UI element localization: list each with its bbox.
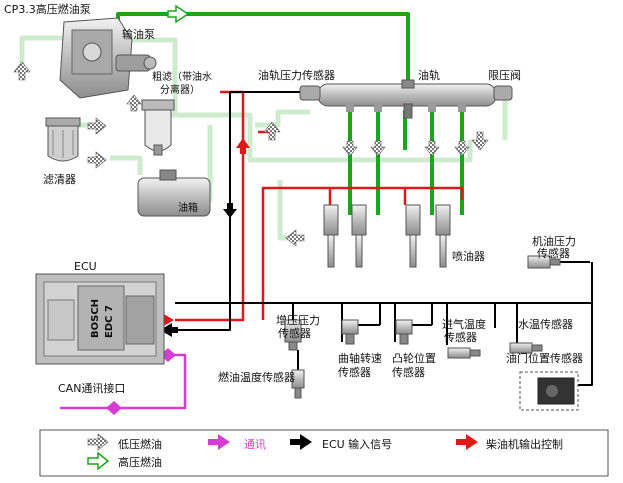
oil-pressure-sensor-label-line2: 传感器 <box>537 247 570 260</box>
ecu-model-label: EDC 7 <box>104 305 115 338</box>
high-pressure-pump <box>59 17 157 99</box>
intake-temp-sensor <box>447 347 481 359</box>
ecu-label: ECU <box>74 260 97 273</box>
filter-label: 滤清器 <box>43 173 76 186</box>
cam-sensor-label-line2: 传感器 <box>392 366 425 379</box>
legend: 低压燃油 高压燃油 通讯 ECU 输入信号 柴油机输出控制 <box>39 429 609 477</box>
injectors <box>323 204 451 268</box>
comm-diamond <box>106 401 122 415</box>
injector <box>323 204 339 268</box>
boost-sensor-label-line1: 增压压力 <box>276 313 320 327</box>
injector <box>435 204 451 268</box>
legend-ecu-input-label: ECU 输入信号 <box>322 437 392 451</box>
coolant-temp-sensor <box>509 342 543 354</box>
cam-sensor-label-line1: 凸轮位置 <box>392 351 436 365</box>
legend-high-pressure-label: 高压燃油 <box>118 455 162 469</box>
legend-low-pressure-icon <box>87 433 109 451</box>
legend-output-ctrl-label: 柴油机输出控制 <box>486 437 563 451</box>
high-pressure-arrow-right <box>167 4 190 24</box>
ecu-brand-label: BOSCH <box>90 299 101 338</box>
flow-arrow-left <box>285 229 305 247</box>
legend-output-ctrl-icon <box>456 434 478 450</box>
injector <box>405 204 421 268</box>
flow-arrow-right <box>87 117 107 135</box>
tank-label: 油箱 <box>178 201 198 214</box>
injector-label: 喷油器 <box>452 249 485 263</box>
oil-pressure-sensor-label-line1: 机油压力 <box>532 234 576 248</box>
fuel-temp-sensor <box>291 369 305 399</box>
input-arrow-left <box>160 323 178 337</box>
injector <box>351 204 367 268</box>
flow-arrow-right <box>87 151 107 169</box>
title: CP3.3高压燃油泵 <box>4 2 91 16</box>
control-arrow-right <box>156 313 174 327</box>
legend-box <box>39 429 609 477</box>
common-rail <box>299 79 513 119</box>
cam-position-sensor <box>395 319 413 345</box>
legend-low-pressure-label: 低压燃油 <box>118 437 162 451</box>
oil-pressure-sensor <box>527 255 561 269</box>
intake-sensor-label-line2: 传感器 <box>444 331 477 344</box>
flow-arrow-up <box>13 61 31 81</box>
flow-arrow-up <box>263 121 281 141</box>
legend-ecu-input-icon <box>290 434 312 450</box>
rail-label: 油轨 <box>418 68 440 82</box>
prefilter-label-line2: 分离器） <box>160 83 200 96</box>
boost-sensor-label-line2: 传感器 <box>278 327 311 340</box>
flow-arrow-down <box>454 140 470 157</box>
legend-comm-label: 通讯 <box>244 438 266 451</box>
fuel-tank <box>137 169 211 217</box>
can-interface-label: CAN通讯接口 <box>58 382 125 395</box>
control-arrow-up <box>236 138 250 154</box>
low-pressure-arrows <box>13 61 489 247</box>
flow-arrow-down <box>424 140 440 157</box>
diagram-labels: CP3.3高压燃油泵 输油泵 粗滤（带油水 分离器） 滤清器 油箱 油轨压力传感… <box>4 2 583 395</box>
throttle-position-sensor <box>519 371 579 411</box>
crank-sensor-label-line2: 传感器 <box>338 366 371 379</box>
ecu-input-lines <box>175 91 593 386</box>
fuel-filter <box>45 117 81 162</box>
fuel-temp-sensor-label: 燃油温度传感器 <box>218 370 295 384</box>
prefilter-label-line1: 粗滤（带油水 <box>152 70 212 83</box>
legend-comm-icon <box>208 434 230 450</box>
flow-arrow-down <box>370 140 386 157</box>
pressure-limiter-label: 限压阀 <box>488 68 521 82</box>
throttle-sensor-label: 油门位置传感器 <box>506 351 583 365</box>
rail-pressure-sensor-label: 油轨压力传感器 <box>258 68 335 82</box>
legend-high-pressure-icon <box>87 451 110 471</box>
flow-arrow-up <box>126 94 142 112</box>
flow-arrow-down <box>342 140 358 157</box>
crank-speed-sensor <box>341 319 359 345</box>
feed-pump-label: 输油泵 <box>122 27 155 41</box>
boost-pressure-sensor <box>284 319 302 351</box>
ecu-unit <box>35 273 165 365</box>
intake-sensor-label-line1: 进气温度 <box>442 317 486 331</box>
crank-sensor-label-line1: 曲轴转速 <box>338 351 382 365</box>
input-arrow-down <box>223 203 237 218</box>
prefilter <box>141 99 175 156</box>
flow-arrow-down <box>471 131 489 151</box>
coolant-sensor-label: 水温传感器 <box>518 318 573 331</box>
